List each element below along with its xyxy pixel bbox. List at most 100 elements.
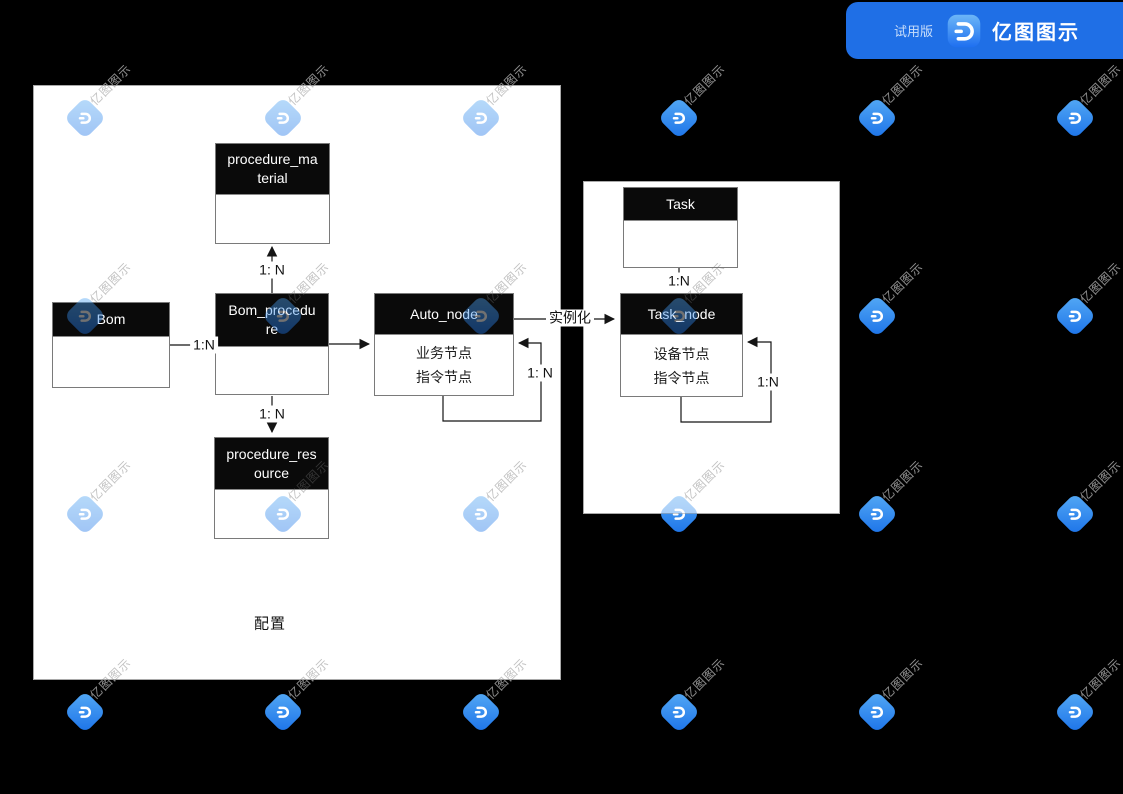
watermark-diamond-icon <box>1053 294 1097 338</box>
config-region-label: 配置 <box>253 615 287 633</box>
edraw-logo-icon <box>1068 706 1082 718</box>
entity-title: procedure_ma terial <box>216 144 329 195</box>
entity-title: Task <box>624 188 737 221</box>
instantiate-label: 实例化 <box>546 309 594 327</box>
watermark-diamond-icon <box>1053 492 1097 536</box>
edraw-logo-icon <box>870 508 884 520</box>
edraw-logo-icon <box>870 706 884 718</box>
edraw-logo-icon <box>1068 310 1082 322</box>
watermark-text: 亿图图示 <box>879 61 927 109</box>
watermark-text: 亿图图示 <box>1077 259 1123 307</box>
entity-body <box>216 347 328 394</box>
entity-title: Task_node <box>621 294 742 335</box>
watermark-diamond-icon <box>855 690 899 734</box>
watermark-text: 亿图图示 <box>681 655 729 703</box>
edraw-logo-icon <box>1068 310 1082 322</box>
entity-body-line: 指令节点 <box>653 369 710 386</box>
watermark-diamond-icon <box>1053 492 1097 536</box>
watermark-text: 亿图图示 <box>1077 457 1123 505</box>
watermark-text: 亿图图示 <box>1077 61 1123 109</box>
edraw-logo-icon <box>672 706 686 718</box>
watermark-text: 亿图图示 <box>879 457 927 505</box>
watermark-text: 亿图图示 <box>879 655 927 703</box>
watermark-diamond-icon <box>657 96 701 140</box>
watermark-text: 亿图图示 <box>1077 259 1123 307</box>
watermark-diamond-icon <box>1053 294 1097 338</box>
entity-auto-node[interactable]: Auto_node 业务节点 指令节点 <box>374 293 514 396</box>
entity-body-line: 指令节点 <box>416 369 472 385</box>
watermark-diamond-icon <box>855 492 899 536</box>
edraw-logo-icon <box>78 706 92 718</box>
entity-procedure-material[interactable]: procedure_ma terial <box>215 143 330 244</box>
edraw-logo-icon <box>672 112 686 124</box>
watermark-text: 亿图图示 <box>1077 655 1123 703</box>
entity-bom-procedure[interactable]: Bom_procedu re <box>215 293 329 395</box>
watermark-text: 亿图图示 <box>879 61 927 109</box>
watermark-diamond-icon <box>657 96 701 140</box>
entity-body <box>215 490 328 538</box>
watermark-diamond-icon <box>855 96 899 140</box>
entity-task[interactable]: Task <box>623 187 738 268</box>
cardinality-label: 1:N <box>754 373 782 391</box>
entity-body: 设备节点 指令节点 <box>621 335 742 396</box>
watermark-diamond-icon <box>1053 96 1097 140</box>
entity-body <box>624 221 737 267</box>
watermark-text: 亿图图示 <box>1077 61 1123 109</box>
trial-version-label: 试用版 <box>894 24 934 39</box>
entity-procedure-resource[interactable]: procedure_res ource <box>214 437 329 539</box>
watermark-diamond-icon <box>855 294 899 338</box>
entity-task-node[interactable]: Task_node 设备节点 指令节点 <box>620 293 743 397</box>
edraw-logo-icon <box>1068 706 1082 718</box>
entity-body <box>53 337 169 387</box>
cardinality-label: 1:N <box>665 272 693 290</box>
edraw-logo-icon <box>870 706 884 718</box>
watermark-text: 亿图图示 <box>681 61 729 109</box>
watermark-text: 亿图图示 <box>1077 655 1123 703</box>
watermark-text: 亿图图示 <box>879 259 927 307</box>
edraw-logo-icon <box>1068 112 1082 124</box>
watermark-diamond-icon <box>1053 96 1097 140</box>
watermark-text: 亿图图示 <box>879 457 927 505</box>
watermark-text: 亿图图示 <box>681 61 729 109</box>
watermark-text: 亿图图示 <box>879 259 927 307</box>
edraw-logo-icon <box>870 112 884 124</box>
watermark-diamond-icon <box>261 690 305 734</box>
trial-banner[interactable]: 试用版 亿图图示 <box>846 2 1123 59</box>
entity-title: Auto_node <box>375 294 513 335</box>
edraw-logo-icon <box>474 706 488 718</box>
edraw-logo-icon <box>474 706 488 718</box>
entity-title: Bom <box>53 303 169 337</box>
entity-body-line: 设备节点 <box>653 345 710 362</box>
watermark-diamond-icon <box>459 690 503 734</box>
cardinality-label: 1: N <box>256 405 288 423</box>
edraw-logo-icon <box>870 112 884 124</box>
watermark-diamond-icon <box>855 492 899 536</box>
watermark-diamond-icon <box>855 690 899 734</box>
cardinality-label: 1: N <box>524 364 556 382</box>
entity-body: 业务节点 指令节点 <box>375 335 513 395</box>
watermark-diamond-icon <box>459 690 503 734</box>
edraw-logo-icon <box>1068 112 1082 124</box>
watermark-diamond-icon <box>63 690 107 734</box>
edraw-logo-icon <box>870 310 884 322</box>
watermark-diamond-icon <box>63 690 107 734</box>
entity-body-line: 业务节点 <box>416 345 472 361</box>
edraw-logo-icon <box>947 14 981 47</box>
edraw-logo-icon <box>1068 508 1082 520</box>
watermark-diamond-icon <box>855 96 899 140</box>
edraw-logo-icon <box>276 706 290 718</box>
edraw-logo-icon <box>672 112 686 124</box>
watermark-diamond-icon <box>261 690 305 734</box>
entity-body <box>216 195 329 243</box>
watermark-diamond-icon <box>657 690 701 734</box>
watermark-text: 亿图图示 <box>879 655 927 703</box>
watermark-diamond-icon <box>1053 690 1097 734</box>
watermark-diamond-icon <box>855 294 899 338</box>
edraw-logo-icon <box>870 508 884 520</box>
watermark-text: 亿图图示 <box>1077 457 1123 505</box>
entity-bom[interactable]: Bom <box>52 302 170 388</box>
entity-title: Bom_procedu re <box>216 294 328 347</box>
edraw-logo-icon <box>870 310 884 322</box>
edraw-logo-icon <box>672 706 686 718</box>
